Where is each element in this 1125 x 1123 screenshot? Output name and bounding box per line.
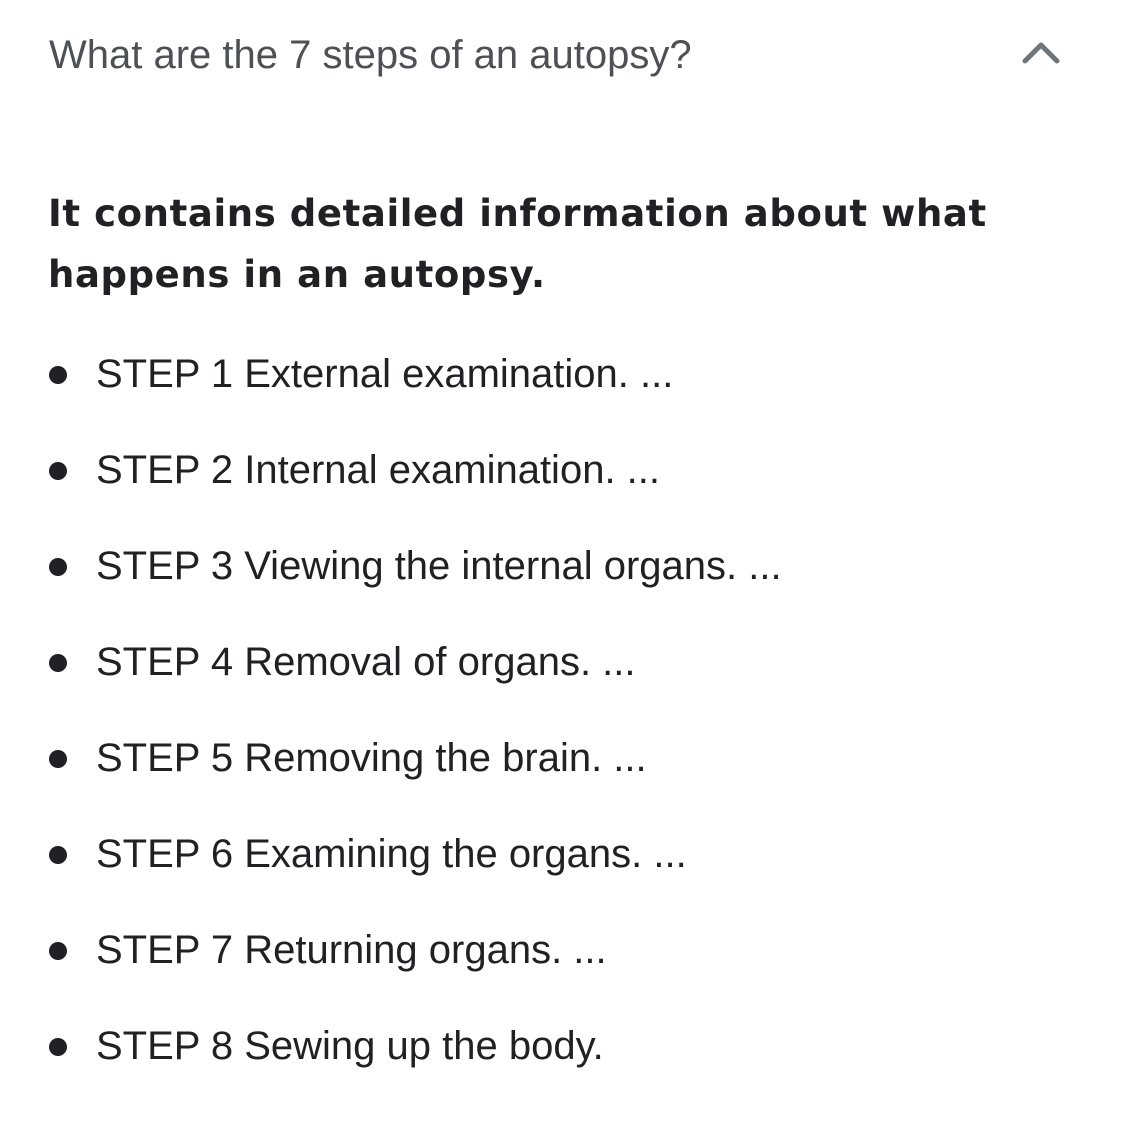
bullet-icon <box>49 558 67 576</box>
step-text: STEP 1 External examination. ... <box>96 352 674 396</box>
question-header[interactable]: What are the 7 steps of an autopsy? <box>0 0 1125 112</box>
bullet-icon <box>49 750 67 768</box>
steps-list: STEP 1 External examination. ... STEP 2 … <box>0 325 1125 1093</box>
step-text: STEP 5 Removing the brain. ... <box>96 736 647 780</box>
list-item: STEP 6 Examining the organs. ... <box>0 805 1125 901</box>
bullet-icon <box>49 462 67 480</box>
bullet-icon <box>49 654 67 672</box>
chevron-up-icon[interactable] <box>1016 32 1066 72</box>
list-item: STEP 2 Internal examination. ... <box>0 421 1125 517</box>
step-text: STEP 3 Viewing the internal organs. ... <box>96 544 782 588</box>
step-text: STEP 6 Examining the organs. ... <box>96 832 687 876</box>
list-item: STEP 3 Viewing the internal organs. ... <box>0 517 1125 613</box>
question-text: What are the 7 steps of an autopsy? <box>49 33 692 77</box>
list-item: STEP 8 Sewing up the body. <box>0 997 1125 1093</box>
bullet-icon <box>49 366 67 384</box>
step-text: STEP 2 Internal examination. ... <box>96 448 661 492</box>
bullet-icon <box>49 846 67 864</box>
bullet-icon <box>49 1038 67 1056</box>
list-item: STEP 1 External examination. ... <box>0 325 1125 421</box>
list-item: STEP 7 Returning organs. ... <box>0 901 1125 997</box>
step-text: STEP 8 Sewing up the body. <box>96 1024 604 1068</box>
bullet-icon <box>49 942 67 960</box>
step-text: STEP 4 Removal of organs. ... <box>96 640 636 684</box>
list-item: STEP 5 Removing the brain. ... <box>0 709 1125 805</box>
step-text: STEP 7 Returning organs. ... <box>96 928 607 972</box>
answer-summary: It contains detailed information about w… <box>48 192 987 296</box>
list-item: STEP 4 Removal of organs. ... <box>0 613 1125 709</box>
